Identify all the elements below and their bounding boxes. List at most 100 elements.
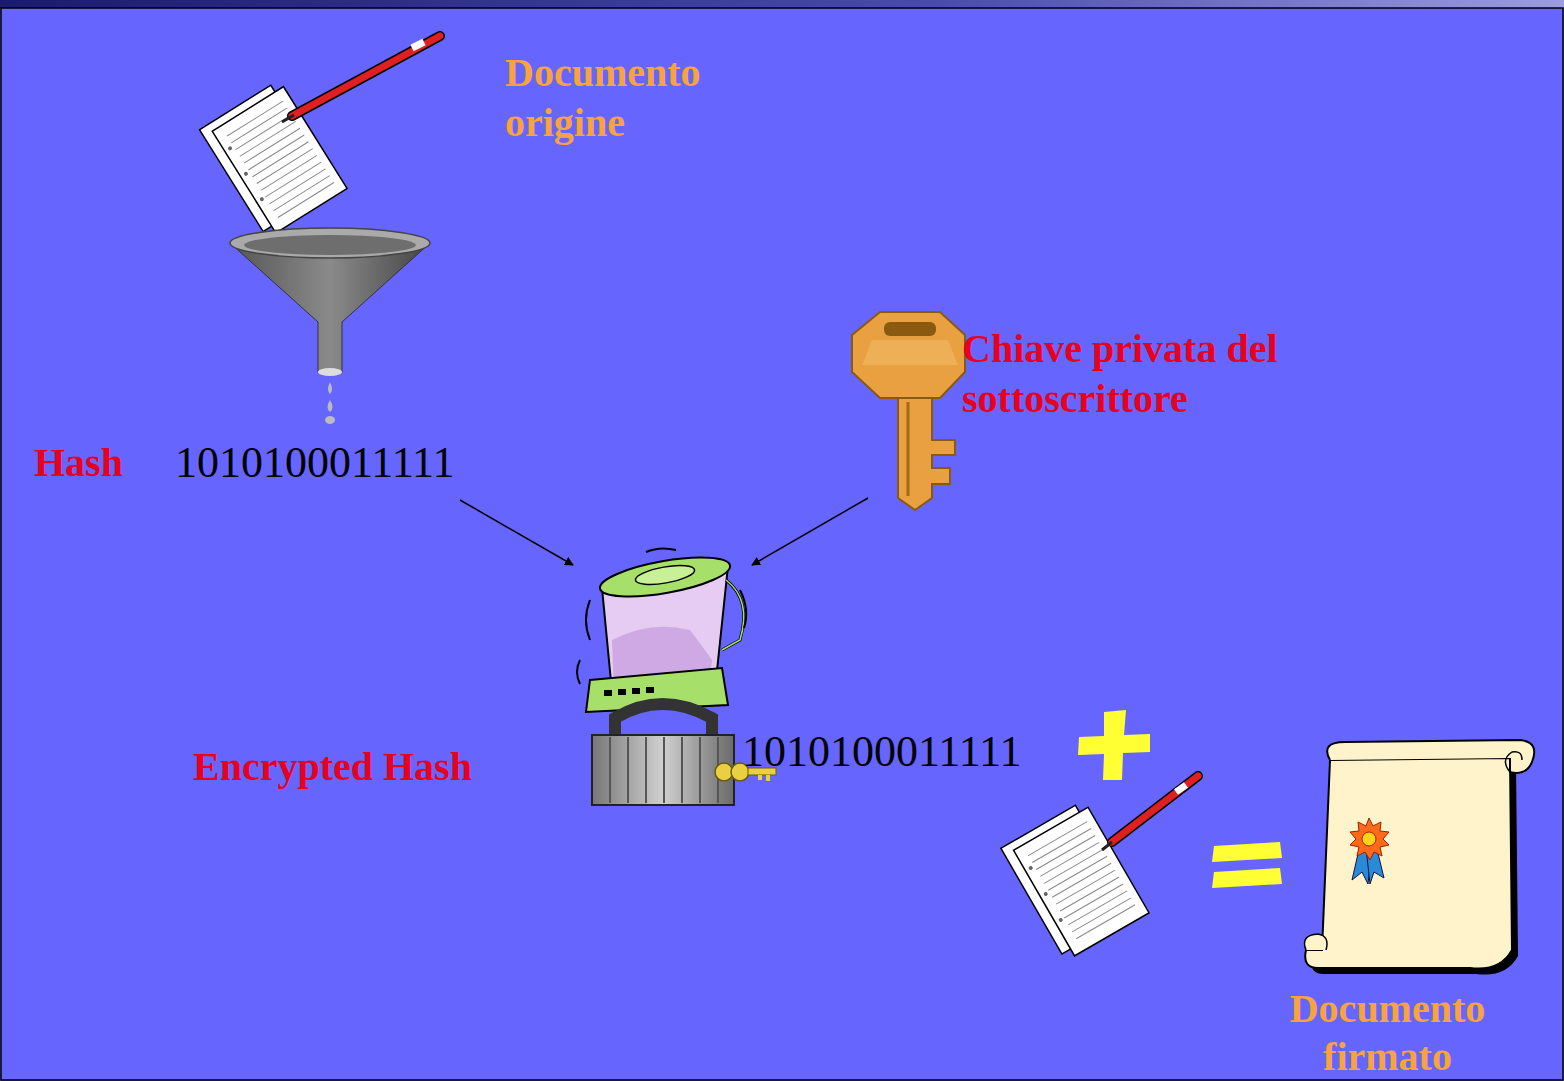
equals-symbol-part [1212,842,1282,862]
pen-part [1176,785,1186,792]
document-icon-part-part-part [1032,829,1091,863]
document-icon-part-part [1058,917,1063,922]
padlock-icon-part [610,737,718,803]
blender-icon [577,548,746,712]
source-document-icon-part-part-part [244,128,300,163]
source-document-icon-part-part-part [269,169,325,204]
padlock-icon-part-part [627,737,629,803]
padlock-icon-part-part [645,737,647,803]
signed-scroll-icon-part [1305,934,1328,950]
binary-value: 1010100011111 [742,727,1040,777]
blender-icon-part-part [586,600,590,640]
funnel-icon [230,228,430,424]
pen-part [1102,842,1112,850]
document-icon-part-part [1028,865,1033,870]
funnel-icon-part [325,416,335,424]
source-document-icon-part-part [243,171,249,177]
private-key-icon-part [898,398,955,510]
funnel-icon-part [244,235,416,255]
pen [282,36,440,122]
source-document-icon-part-part [259,196,265,202]
document-title: Documento origine [505,48,775,148]
background-part [1,8,1563,1080]
source-document-icon-part-part-part [278,182,334,217]
blender-icon-part-part [646,548,676,552]
private-key-icon-part [884,322,936,336]
document-icon-part-part-part [1044,849,1103,883]
private-key-icon-part [852,312,965,398]
signed-document-title: Documento firmato [1250,985,1525,1081]
arrow-connector [752,498,868,565]
padlock-icon-part-part [609,737,611,803]
source-document-icon-part-part-part [227,101,283,136]
pen-part [292,36,440,116]
signed-document-box: Documento firmato [1250,985,1525,1081]
funnel-icon-part [230,228,430,258]
document-icon-part-part-part [1060,877,1119,911]
pen-part [1112,776,1198,842]
signed-scroll-icon-part [1505,752,1522,772]
encrypted-hash-label: Encrypted Hash [193,742,538,792]
signed-scroll-icon [1305,740,1535,975]
private-key-icon [852,312,965,510]
document-icon-part-part-part [1028,822,1087,856]
blender-icon-part-part [632,688,640,694]
blender-icon-part-part [618,689,626,695]
private-key-icon-part [862,340,958,365]
private-key-box: Chiave privata del sottoscrittore [850,320,1350,498]
plus-symbol [1078,710,1150,780]
arrow-connector [460,500,573,565]
padlock-icon-part-part [699,737,701,803]
blender-icon-part-part [740,590,746,628]
document-icon-part-part-part [1068,891,1127,925]
document-label-box: Documento origine [505,48,775,148]
document-icon-part-part [1043,891,1048,896]
source-document-icon-part-part-part [253,142,309,177]
blender-icon-part [577,548,746,684]
seal [1350,818,1389,884]
source-document-icon-part-part [227,101,334,217]
seal-part [1350,818,1389,860]
equals-symbol [1212,842,1282,888]
blender-icon-part-part [577,660,580,684]
document-icon [1001,776,1198,961]
document-icon-part-part-part [1076,905,1135,939]
source-document-icon-part-part-part [231,108,287,143]
encrypted-hash-box: Encrypted Hash 1010100011111 [190,565,1040,805]
source-document-icon-part-part-part [257,149,313,184]
source-document-icon-part-part [227,146,233,152]
funnel-icon-part [328,382,332,394]
document-icon-part-part-part [1064,884,1123,918]
seal-part [1362,832,1376,846]
pen-part [412,42,424,48]
blender-icon-part [597,550,733,604]
document-icon-part-part-part [1048,856,1107,890]
blender-icon-part-part [604,690,612,696]
plus-symbol-part [1078,710,1150,780]
source-document-icon-part-part-part [265,162,321,197]
binary-value: 1010100011111 [175,438,495,488]
equals-symbol-part [1212,868,1282,888]
blender-icon-part-part [646,687,654,693]
funnel-icon-part [230,243,430,372]
padlock-icon-part-part [681,737,683,803]
document-icon-part-part-part [1040,842,1099,876]
key-label: Chiave privata del sottoscrittore [962,324,1352,424]
source-document-icon-part-part [212,87,347,233]
pen-part [282,115,294,122]
funnel-icon-part [318,368,342,376]
source-document-icon-part-part-part [240,121,296,156]
signed-scroll-icon-part [1327,740,1534,773]
document-icon-part-part-part [1036,835,1095,869]
blender-icon-part [634,562,696,588]
source-document-icon-part-part-part [274,176,330,211]
funnel-icon-part [328,400,333,412]
padlock-icon-part-part [663,737,665,803]
document-icon-part-part-part [1052,863,1111,897]
pen-part [1112,776,1198,842]
blender-icon-part [604,687,654,696]
